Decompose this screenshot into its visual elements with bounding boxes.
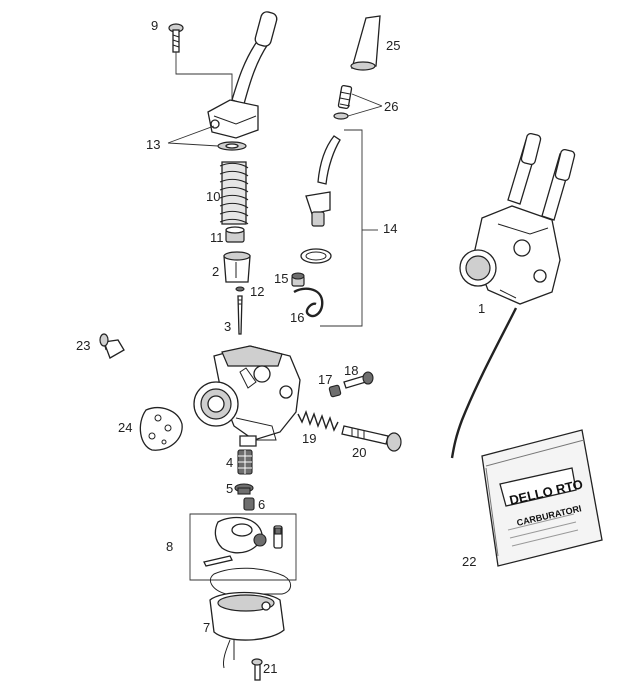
- label-25: 25: [386, 38, 400, 53]
- part-10-spring: [219, 161, 249, 225]
- label-9: 9: [151, 18, 158, 33]
- label-16: 16: [290, 310, 304, 325]
- label-13: 13: [146, 137, 160, 152]
- label-4: 4: [226, 455, 233, 470]
- part-18-screw: [343, 371, 374, 389]
- part-11-nut: [225, 226, 245, 243]
- part-14-starter-group: [300, 129, 378, 327]
- leader-13: [167, 125, 219, 147]
- part-25-sleeve: [350, 15, 381, 71]
- part-8-choke-assembly: [189, 513, 297, 581]
- leader-9: [175, 52, 233, 100]
- part-17-screw: [328, 384, 342, 398]
- label-10: 10: [206, 189, 220, 204]
- label-12: 12: [250, 284, 264, 299]
- label-8: 8: [166, 539, 173, 554]
- part-7-float-bowl: [209, 567, 291, 669]
- part-9-screw: [168, 23, 184, 53]
- label-23: 23: [76, 338, 90, 353]
- part-16-spring-clip: [293, 287, 324, 318]
- label-24: 24: [118, 420, 132, 435]
- part-19-spring: [297, 409, 339, 432]
- label-5: 5: [226, 481, 233, 496]
- part-5-jet: [234, 483, 254, 495]
- part-4-filter: [237, 449, 253, 475]
- label-21: 21: [263, 661, 277, 676]
- label-17: 17: [318, 372, 332, 387]
- label-6: 6: [258, 497, 265, 512]
- label-11: 11: [210, 230, 224, 245]
- label-14: 14: [383, 221, 397, 236]
- part-3-needle: [237, 295, 243, 335]
- label-7: 7: [203, 620, 210, 635]
- part-26-adjuster: [333, 84, 353, 120]
- part-20-idle-screw: [341, 425, 402, 452]
- part-24-gasket: [139, 407, 183, 451]
- part-21-screw: [251, 658, 263, 681]
- label-20: 20: [352, 445, 366, 460]
- part-12-clip: [235, 286, 245, 292]
- leader-26: [347, 93, 383, 117]
- part-22-gasket-kit-bag: DELLO RTO CARBURATORI: [481, 429, 603, 567]
- part-1-carburetor-assembly: [450, 132, 576, 459]
- part-23-knob-screw: [99, 333, 125, 359]
- label-2: 2: [212, 264, 219, 279]
- part-6-small-jet: [243, 497, 255, 511]
- label-1: 1: [478, 301, 485, 316]
- label-19: 19: [302, 431, 316, 446]
- part-15-plug: [291, 272, 305, 287]
- label-18: 18: [344, 363, 358, 378]
- carburetor-body: [193, 345, 301, 447]
- label-26: 26: [384, 99, 398, 114]
- part-13-top-cap: [207, 11, 278, 151]
- part-2-throttle-valve: [223, 251, 251, 283]
- bracket-14: [320, 129, 363, 327]
- label-3: 3: [224, 319, 231, 334]
- label-22: 22: [462, 554, 476, 569]
- label-15: 15: [274, 271, 288, 286]
